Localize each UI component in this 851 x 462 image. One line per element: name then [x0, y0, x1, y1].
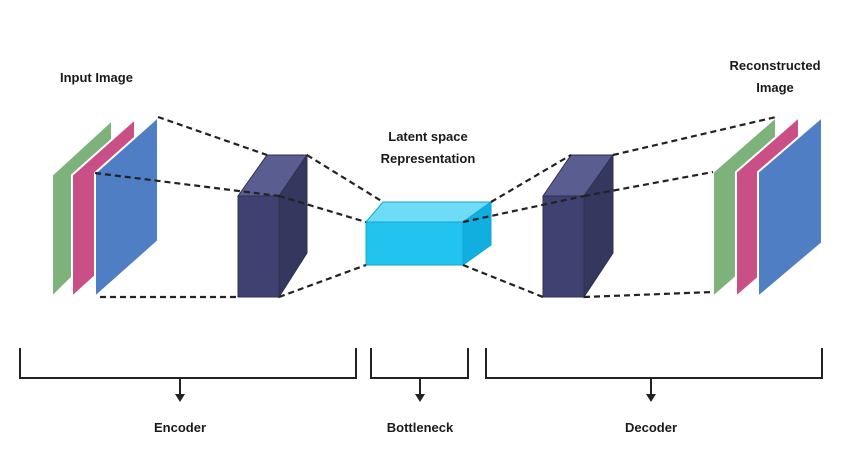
latent-label-line1: Latent space [388, 129, 467, 144]
encoder-block [237, 153, 308, 299]
bottleneck-label: Bottleneck [387, 420, 454, 435]
decoder-block [542, 153, 614, 299]
decoder-bracket [485, 348, 823, 402]
reconstructed-label-line2: Image [756, 80, 794, 95]
input-layer-blue [94, 114, 159, 300]
latent-block [364, 201, 493, 266]
decoder-label: Decoder [625, 420, 677, 435]
latent-label-line2: Representation [381, 151, 476, 166]
encoder-label: Encoder [154, 420, 206, 435]
bottleneck-bracket [370, 348, 469, 402]
reconstructed-label-line1: Reconstructed [729, 58, 820, 73]
dashed-connectors [94, 115, 777, 299]
output-layer-blue [757, 114, 823, 300]
reconstructed-image-stack [712, 114, 823, 300]
encoder-bracket [19, 348, 357, 402]
input-image-label: Input Image [60, 70, 133, 85]
input-image-stack [51, 114, 159, 300]
